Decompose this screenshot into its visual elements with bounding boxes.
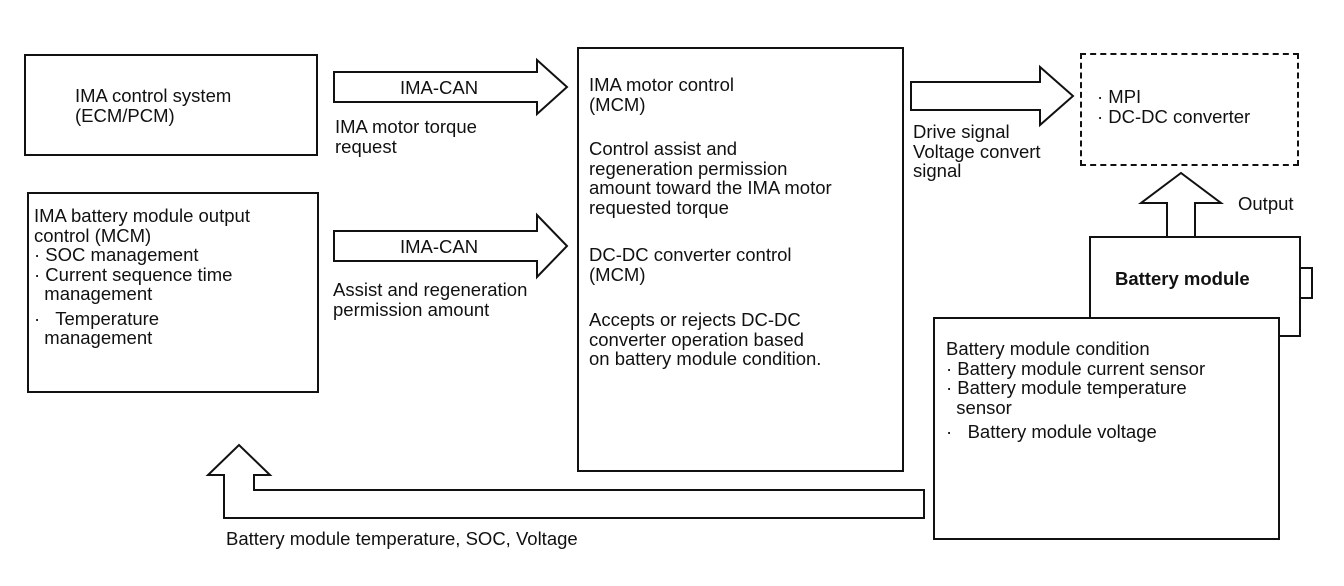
battery-terminal-icon — [1299, 267, 1313, 299]
drive-signal-arrow — [910, 64, 1075, 128]
assist-regeneration-caption: Assist and regeneration permission amoun… — [333, 279, 528, 320]
dcdc-control-text: Accepts or rejects DC-DC converter opera… — [589, 309, 822, 369]
ima-control-system-box: IMA control system (ECM/PCM) — [24, 54, 318, 156]
battery-output-control-box: IMA battery module output control (MCM) … — [27, 192, 319, 393]
motor-control-title: IMA motor control (MCM) — [589, 74, 734, 115]
ima-control-system-text: IMA control system (ECM/PCM) — [75, 85, 232, 126]
battery-condition-box: Battery module condition · Battery modul… — [933, 317, 1280, 540]
ima-motor-torque-caption: IMA motor torque request — [335, 116, 477, 157]
outputs-list: · MPI · DC-DC converter — [1097, 86, 1251, 127]
ima-can-arrow-middle — [333, 212, 569, 280]
motor-control-assist-text: Control assist and regeneration permissi… — [589, 138, 832, 218]
ima-can-arrow-top — [333, 57, 569, 117]
dcdc-control-title: DC-DC converter control (MCM) — [589, 244, 792, 285]
ima-can-label-middle: IMA-CAN — [400, 236, 479, 257]
feedback-caption: Battery module temperature, SOC, Voltage — [226, 528, 578, 549]
output-arrow — [1138, 171, 1224, 238]
drive-signal-caption: Drive signal Voltage convert signal — [913, 121, 1041, 181]
battery-module-label: Battery module — [1115, 268, 1250, 289]
feedback-arrow — [205, 443, 925, 519]
ima-motor-control-box: IMA motor control (MCM) Control assist a… — [577, 47, 904, 472]
battery-condition-text: Battery module condition · Battery modul… — [946, 338, 1206, 442]
output-label: Output — [1238, 193, 1294, 214]
ima-can-label-top: IMA-CAN — [400, 77, 479, 98]
outputs-box: · MPI · DC-DC converter — [1080, 53, 1299, 166]
battery-output-control-text: IMA battery module output control (MCM) … — [34, 205, 250, 348]
